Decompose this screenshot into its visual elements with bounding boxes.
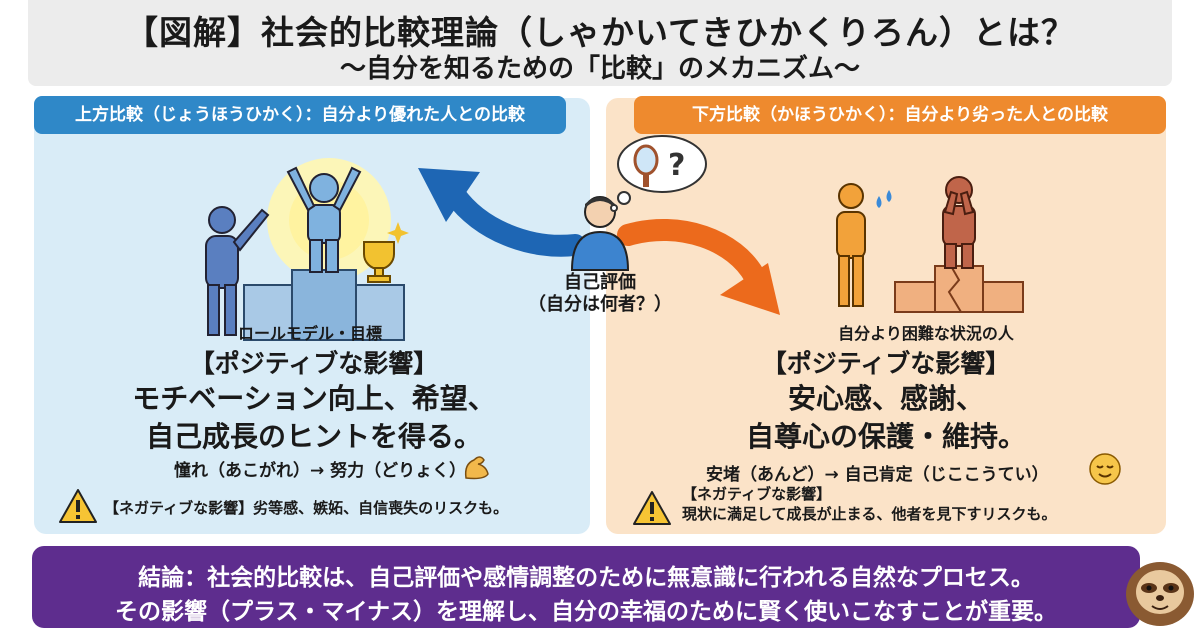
self-evaluation-line2: （自分は何者？） [528, 294, 672, 315]
upward-arrow-icon [418, 168, 586, 257]
upward-risk: 【ネガティブな影響】劣等感、嫉妬、自信喪失のリスクも。 [104, 499, 509, 517]
broken-podium-icon [894, 265, 1024, 313]
downward-arrow-icon [617, 218, 780, 315]
trophy-icon [363, 241, 395, 283]
upward-illustration [205, 158, 409, 341]
downward-effect-body: 安心感、感謝、 自尊心の保護・維持。 [616, 380, 1156, 456]
thought-bubble-icon [610, 135, 707, 212]
downward-figure-caption: 自分より困難な状況の人 [838, 324, 1014, 343]
downward-effect-heading: 【ポジティブな影響】 [761, 349, 1011, 378]
upward-figure-caption: ロールモデル・目標 [237, 324, 382, 343]
downward-risk: 現状に満足して成長が止まる、他者を見下すリスクも。 [682, 505, 1057, 523]
upward-flow: 憧れ（あこがれ）→ 努力（どりょく） [174, 461, 467, 481]
downward-effect-line: 安心感、感謝、 [787, 382, 984, 415]
sparkle-icon [387, 222, 409, 244]
self-evaluation-line1: 自己評価 [564, 272, 636, 293]
flexed-bicep-icon [464, 456, 489, 480]
downward-comparison-tab: 下方比較（かほうひかく）：自分より劣った人との比較 [634, 96, 1166, 134]
self-person-icon [570, 196, 630, 271]
header-banner: 【図解】社会的比較理論（しゃかいてきひかくりろん）とは？ 〜自分を知るための「比… [28, 0, 1172, 86]
conclusion-line2: その影響（プラス・マイナス）を理解し、自分の幸福のために賢く使いこなすことが重要… [114, 599, 1058, 625]
self-evaluation-label: 自己評価 （自分は何者？） [520, 272, 680, 316]
downward-risk-heading: 【ネガティブな影響】 [682, 485, 832, 503]
upward-effect-heading: 【ポジティブな影響】 [189, 349, 439, 378]
warning-icon [633, 491, 671, 525]
upward-comparison-panel: 上方比較（じょうほうひかく）：自分より優れた人との比較 [34, 96, 590, 534]
distressed-person-icon [942, 176, 976, 269]
mirror-icon [633, 144, 659, 187]
page-title: 【図解】社会的比較理論（しゃかいてきひかくりろん）とは？ [124, 13, 1076, 52]
downward-effect-line: 自尊心の保護・維持。 [745, 420, 1026, 453]
sloth-mascot-icon [1126, 562, 1194, 626]
conclusion-line1: 結論：社会的比較は、自己評価や感情調整のために無意識に行われる自然なプロセス。 [138, 565, 1034, 591]
upward-comparison-tab: 上方比較（じょうほうひかく）：自分より優れた人との比較 [34, 96, 566, 134]
calm-person-icon [836, 183, 866, 307]
admiring-person-icon [205, 206, 270, 336]
relieved-face-icon [1089, 453, 1121, 485]
question-icon: ? [668, 148, 686, 183]
upward-effect-line: モチベーション向上、希望、 [132, 382, 496, 415]
winner-person-icon [286, 166, 362, 273]
conclusion-banner: 結論：社会的比較は、自己評価や感情調整のために無意識に行われる自然なプロセス。 … [32, 546, 1140, 628]
podium-icon [243, 269, 405, 341]
upward-effect-body: モチベーション向上、希望、 自己成長のヒントを得る。 [34, 380, 594, 456]
sweat-drop-icon [876, 190, 892, 208]
downward-illustration [836, 176, 1024, 313]
upward-effect-line: 自己成長のヒントを得る。 [145, 420, 482, 453]
downward-flow: 安堵（あんど）→ 自己肯定（じここうてい） [706, 465, 1049, 485]
warning-icon [59, 489, 97, 523]
page-subtitle: 〜自分を知るための「比較」のメカニズム〜 [339, 54, 860, 84]
